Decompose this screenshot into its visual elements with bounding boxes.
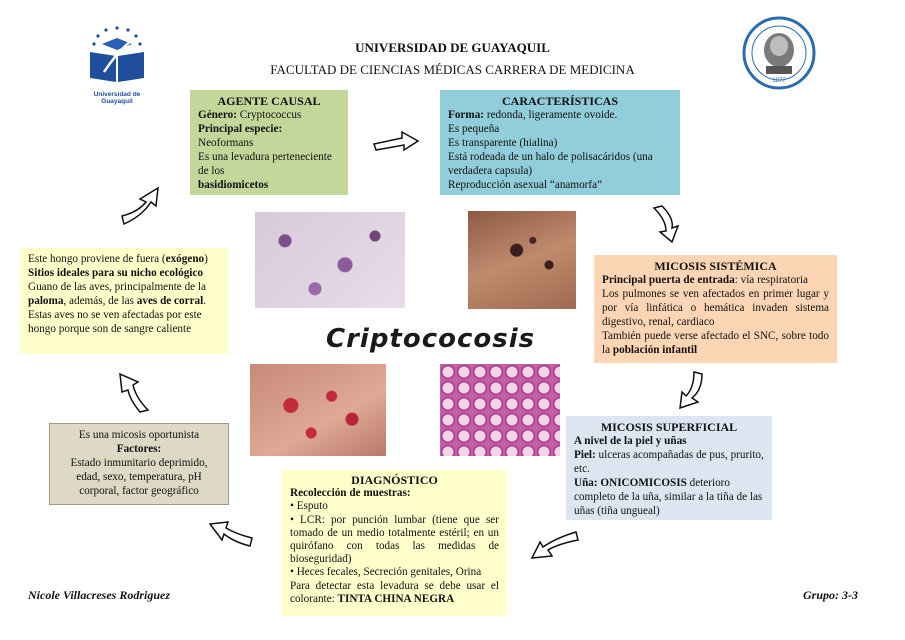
arrow-down-right-icon (652, 205, 680, 244)
una-value: deterioro completo de la uña, similar a … (574, 477, 763, 517)
author-name: Nicole Villacreses Rodriguez (28, 588, 170, 602)
center-title: Criptococosis (326, 324, 536, 354)
caracteristicas-box: CARACTERÍSTICAS Forma: redonda, ligerame… (440, 90, 680, 195)
superficial-title: MICOSIS SUPERFICIAL (600, 420, 738, 434)
arrow-left-icon (208, 521, 253, 547)
faculty-logo: 1877 (742, 16, 816, 90)
diag-b3: • Heces fecales, Secreción genitales, Or… (290, 566, 482, 579)
diagnostico-box: DIAGNÓSTICO Recolección de muestras: • E… (282, 470, 507, 616)
sistemica-title: MICOSIS SISTÉMICA (654, 259, 777, 273)
exogeno-l3-bold2: aves de corral (136, 295, 204, 307)
diag-detect: Para detectar esta levadura se debe usar… (290, 579, 499, 605)
group-label: Grupo: 3-3 (803, 588, 859, 602)
caracteristicas-title: CARACTERÍSTICAS (501, 94, 619, 108)
forma-value: redonda, ligeramente ovoide. (484, 109, 618, 121)
exogeno-l3: Guano de las aves, principalmente de la (28, 281, 207, 293)
university-logo: Universidad de Guayaquil (82, 22, 152, 105)
agente-desc: Es una levadura perteneciente de los (198, 151, 332, 177)
superficial-nivel: A nivel de la piel y uñas (574, 435, 687, 447)
logo-right-year: 1877 (772, 78, 786, 84)
caract-line-2: Es transparente (hialina) (448, 137, 558, 149)
logo-left-text: Universidad de Guayaquil (93, 91, 141, 105)
diag-detect-bold: TINTA CHINA NEGRA (337, 592, 455, 605)
histology-image (255, 212, 405, 308)
especie-value: Neoformans (198, 137, 254, 149)
sistemica-box: MICOSIS SISTÉMICA Principal puerta de en… (594, 255, 837, 363)
oportunista-box: Es una micosis oportunista Factores: Est… (49, 423, 229, 505)
recoleccion-label: Recolección de muestras: (290, 487, 411, 500)
exogeno-l3-mid: , además, de las (63, 295, 137, 307)
superficial-box: MICOSIS SUPERFICIAL A nivel de la piel y… (566, 416, 772, 520)
diag-b2: • LCR: por punción lumbar (tiene que ser… (290, 513, 499, 566)
agente-causal-box: AGENTE CAUSAL Género: Cryptococcus Princ… (190, 90, 348, 195)
faculty-title: FACULTAD DE CIENCIAS MÉDICAS CARRERA DE … (270, 62, 635, 77)
puerta-label: Principal puerta de entrada (602, 274, 735, 286)
genero-label: Género: (198, 109, 237, 121)
agente-desc-bold: basidiomicetos (198, 179, 269, 191)
arrow-up-left-icon (119, 372, 150, 413)
piel-label: Piel: (574, 449, 596, 461)
face-lesion-image (468, 211, 576, 309)
exogeno-l4: Estas aves no se ven afectadas por este … (28, 309, 202, 335)
genero-value: Cryptococcus (236, 109, 302, 121)
exogeno-l1-bold: exógeno (165, 253, 205, 265)
sistemica-l1: Los pulmones se ven afectados en primer … (602, 288, 829, 328)
puerta-value: : vía respiratoria (734, 274, 809, 286)
exogeno-l1: Este hongo proviene de fuera ( (28, 253, 166, 265)
caract-line-3: Está rodeada de un halo de polisacáridos… (448, 151, 653, 177)
arrow-right-icon (373, 130, 420, 152)
sistemica-l2: También puede verse afectado el SNC, sob… (602, 330, 829, 356)
agente-title: AGENTE CAUSAL (217, 94, 321, 108)
oportunista-l1: Es una micosis oportunista (78, 429, 200, 441)
exogeno-l3-end: . (203, 295, 207, 307)
especie-label: Principal especie: (198, 123, 283, 135)
yeast-stain-image (440, 364, 560, 456)
caract-line-1: Es pequeña (448, 123, 500, 135)
oportunista-l2: Estado inmunitario deprimido, edad, sexo… (70, 457, 208, 497)
diag-b1: • Esputo (290, 500, 328, 513)
forma-label: Forma: (448, 109, 485, 121)
caract-line-4: Reproducción asexual “anamorfa” (448, 179, 603, 191)
exogeno-box: Este hongo proviene de fuera (exógeno) S… (20, 248, 228, 354)
exogeno-l1-end: ) (204, 253, 208, 265)
hand-lesion-image (250, 364, 386, 456)
arrow-down-left-icon (530, 531, 579, 559)
exogeno-l3-bold: paloma (28, 295, 64, 307)
piel-value: ulceras acompañadas de pus, prurito, etc… (574, 449, 764, 475)
arrow-down-icon (679, 371, 703, 410)
factores-label: Factores: (116, 443, 162, 455)
arrow-up-right-icon (121, 186, 159, 226)
una-label: Uña: ONICOMICOSIS (574, 477, 687, 489)
diagnostico-title: DIAGNÓSTICO (351, 473, 438, 487)
university-title: UNIVERSIDAD DE GUAYAQUIL (355, 40, 550, 55)
sistemica-l2-bold: población infantil (612, 344, 698, 356)
book-quill-icon (90, 26, 144, 82)
exogeno-l2: Sitios ideales para su nicho ecológico (28, 267, 203, 279)
